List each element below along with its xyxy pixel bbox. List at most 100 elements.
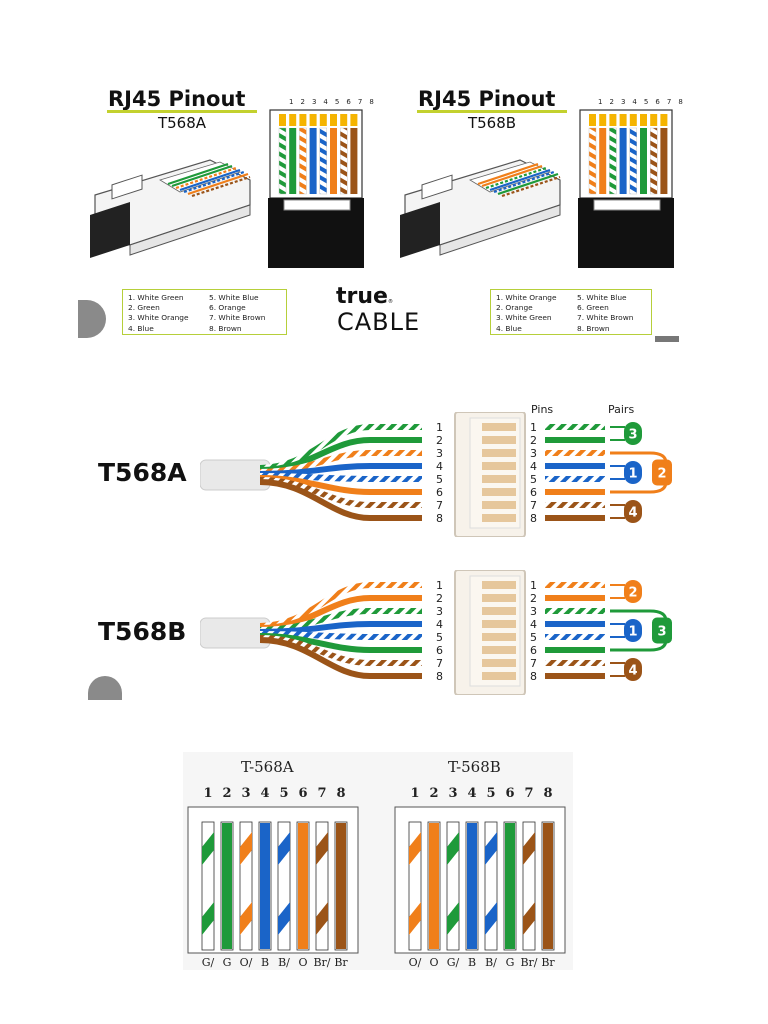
gold-pin [330,114,337,126]
pin-number-left: 8 [436,670,443,683]
wire-brown [350,128,358,194]
pin-number-right: 1 [530,579,537,592]
pin-number: 3 [241,786,250,801]
wire-green [222,823,232,949]
pin-number-left: 7 [436,499,443,512]
pins-header: Pins [531,403,554,416]
connector-frame [187,806,359,954]
pin-number: 6 [505,786,514,801]
wire-code: O/ [240,956,253,969]
pair-badge [624,658,642,681]
pin-number-right: 8 [530,670,537,683]
pin-number: 5 [486,786,495,801]
t568a-title: T-568A [241,758,294,776]
wire-white-blue [319,127,327,195]
connector-front-b [578,108,674,270]
pinout-title-b: RJ45 Pinout [418,87,556,111]
jack-contact [482,475,516,483]
connector-frame [394,806,566,954]
legend-a-item: 4. Blue [128,323,154,333]
pin-number-left: 5 [436,631,443,644]
wire-white-orange [588,127,597,195]
wire-green [289,128,297,194]
pin-number-right: 6 [530,644,537,657]
pin-number: 1 [203,786,212,801]
stripe-white-orange [409,832,421,865]
connector-front-a [268,108,364,270]
wire-code: G [223,956,232,969]
pin-number: 2 [429,786,438,801]
wire-code: Br [334,956,348,969]
stripe-white-blue [485,832,497,865]
pin-number-left: 6 [436,644,443,657]
title-underline-b [417,110,567,113]
pair-badge [624,500,642,523]
gold-pin [629,114,637,126]
wire-code: B/ [278,956,290,969]
pair-badge [624,461,642,484]
pin-number-right: 5 [530,473,537,486]
pair-badge [624,580,642,603]
pinout-title-a: RJ45 Pinout [108,87,246,111]
pin-number-left: 1 [436,421,443,434]
wire-code: O [298,956,307,969]
wire-white-brown [649,127,658,195]
pin-number: 7 [524,786,533,801]
wire-white-green [609,127,617,195]
pin-number: 4 [467,786,476,801]
wire-green [505,823,515,949]
wire-blue [467,823,477,949]
wire-brown [336,823,346,949]
wire-code: Br [541,956,555,969]
pin-number: 8 [336,786,345,801]
gold-pin [309,114,317,126]
wire-code: G/ [202,956,215,969]
legend-a-item: 1. White Green [128,293,184,302]
pin-number-left: 6 [436,486,443,499]
pin-number: 1 [410,786,419,801]
legend-b-item: 5. White Blue [577,293,627,302]
gold-pin [640,114,647,126]
title-underline-a [107,110,257,113]
pin-number-right: 2 [530,592,537,605]
pin-number-left: 8 [436,512,443,525]
pin-number-right: 3 [530,605,537,618]
wire-white-orange [299,127,307,195]
stripe-white-brown [523,902,535,935]
wire-blue [260,823,270,949]
pin-number-left: 1 [436,579,443,592]
jack-contact [482,672,516,680]
standard-label-t568a: T568A [98,458,187,487]
stripe-white-brown [316,902,328,935]
legend-b-item: 6. Green [577,303,609,313]
pin-number-left: 5 [436,473,443,486]
pin-number-left: 4 [436,618,443,631]
pin-number: 4 [260,786,269,801]
stripe-white-green [202,832,214,865]
pin-number-left: 7 [436,657,443,670]
pin-number: 5 [279,786,288,801]
pin-number: 2 [222,786,231,801]
gold-pin [319,114,327,126]
cable-sheath [200,617,271,649]
legend-b-item: 2. Orange [496,303,533,313]
stripe-white-blue [278,902,290,935]
jack-contact [482,581,516,589]
legend-a-item: 2. Green [128,303,160,313]
gold-pin [289,114,297,126]
legend-a-item: 7. White Brown [209,313,266,323]
jack-contact [482,646,516,654]
wire-white-brown [339,127,348,195]
gold-pin [599,114,607,126]
pin-number: 8 [543,786,552,801]
pairs-header: Pairs [608,403,635,416]
wire-code: B [261,956,269,969]
stripe-white-blue [278,832,290,865]
pin-number: 3 [448,786,457,801]
standard-label-t568b: T568B [98,617,187,646]
jack-contact [482,514,516,522]
